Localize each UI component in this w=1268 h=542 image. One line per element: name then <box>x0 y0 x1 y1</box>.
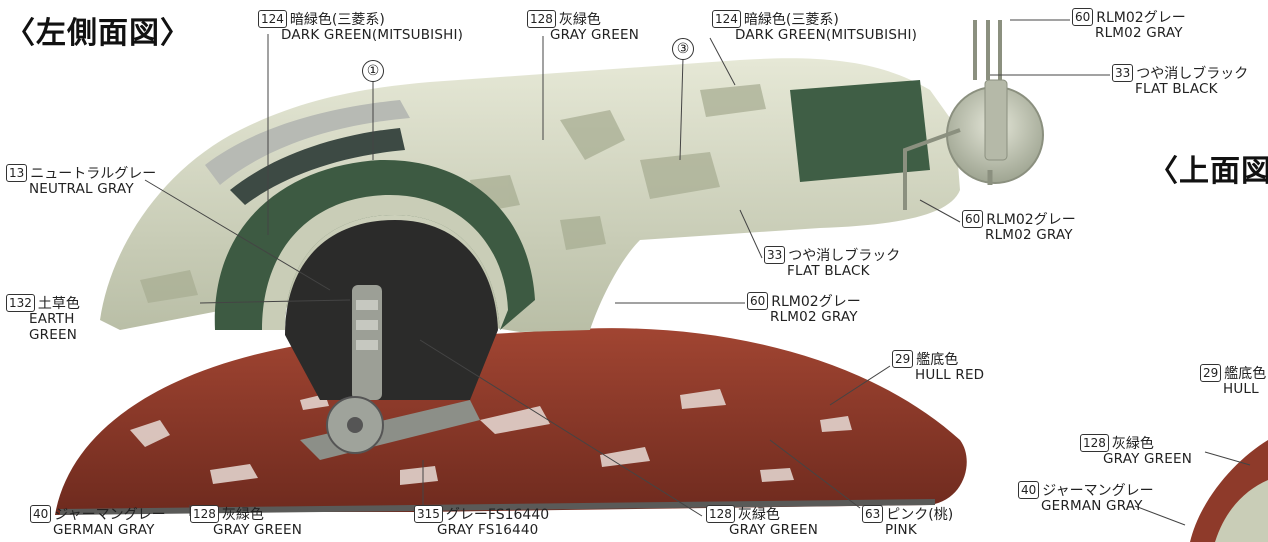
paint-code: 33 <box>1112 64 1134 82</box>
paint-name-en: FLAT BLACK <box>787 263 870 280</box>
paint-code: 63 <box>862 505 884 523</box>
paint-code: 124 <box>712 10 741 28</box>
paint-code: 128 <box>527 10 556 28</box>
paint-name-jp: 暗緑色(三菱系) <box>289 12 385 28</box>
paint-code: 29 <box>1200 364 1222 382</box>
paint-name-en: GERMAN GRAY <box>53 522 155 539</box>
paint-name-jp: ジャーマングレー <box>54 507 166 523</box>
antennae <box>973 20 1002 80</box>
paint-name-en: GRAY FS16440 <box>437 522 539 539</box>
canopy-stripe <box>205 100 410 185</box>
paint-name-jp: グレーFS16440 <box>445 507 550 523</box>
paint-name-jp: 暗緑色(三菱系) <box>743 12 839 28</box>
paint-name-en: GRAY GREEN <box>729 522 819 539</box>
paint-name-en: RLM02 GRAY <box>1095 25 1183 42</box>
paint-name-en: GRAY GREEN <box>213 522 303 539</box>
dark-green-panel <box>790 80 930 182</box>
paint-code: 13 <box>6 164 28 182</box>
paint-name-en: RLM02 GRAY <box>985 227 1073 244</box>
paint-name-en: RLM02 GRAY <box>770 309 858 326</box>
marker-3: ③ <box>672 38 694 60</box>
paint-code: 60 <box>1072 8 1094 26</box>
top-view-heading: 〈上面図 <box>1148 154 1268 189</box>
paint-name-en: DARK GREEN(MITSUBISHI) <box>735 27 918 44</box>
paint-code: 60 <box>747 292 769 310</box>
paint-name-jp: 土草色 <box>37 296 80 312</box>
leader-lines <box>144 19 1251 526</box>
paint-code: 128 <box>1080 434 1109 452</box>
paint-name-jp: つや消しブラック <box>1136 66 1249 82</box>
left-view-heading: 〈左側面図〉 <box>5 16 191 51</box>
marker-1: ① <box>362 60 384 82</box>
paint-name-jp: RLM02グレー <box>1096 10 1186 26</box>
paint-code: 40 <box>30 505 52 523</box>
paint-name-jp: ジャーマングレー <box>1042 483 1154 499</box>
paint-name-en: PINK <box>885 522 917 539</box>
canopy-dark <box>230 128 405 205</box>
paint-code: 29 <box>892 350 914 368</box>
paint-code: 132 <box>6 294 35 312</box>
paint-code: 128 <box>706 505 735 523</box>
wing-arc <box>214 159 535 330</box>
paint-name-jp: RLM02グレー <box>986 212 1076 228</box>
paint-name-en: GRAY GREEN <box>550 27 640 44</box>
paint-code: 128 <box>190 505 219 523</box>
paint-name-jp: 艦底色 <box>916 352 959 368</box>
wing-arc-light <box>262 195 508 330</box>
camo-patches <box>140 84 766 303</box>
paint-code: 33 <box>764 246 786 264</box>
paint-code: 315 <box>414 505 443 523</box>
paint-name-en: GRAY GREEN <box>1103 451 1193 468</box>
paint-name-en: HULL RED <box>915 367 985 384</box>
paint-name-jp: 灰緑色 <box>737 507 780 523</box>
paint-code: 60 <box>962 210 984 228</box>
paint-name-jp: RLM02グレー <box>771 294 861 310</box>
paint-name-en: FLAT BLACK <box>1135 81 1218 98</box>
paint-name-en: GERMAN GRAY <box>1041 498 1143 515</box>
paint-name-jp: ニュートラルグレー <box>30 166 157 182</box>
paint-name-en: DARK GREEN(MITSUBISHI) <box>281 27 464 44</box>
paint-name-jp: つや消しブラック <box>788 248 901 264</box>
paint-name-en: EARTH <box>29 311 75 328</box>
paint-code: 124 <box>258 10 287 28</box>
hull-weathering <box>130 389 852 485</box>
paint-code: 40 <box>1018 481 1040 499</box>
paint-name-en: HULL <box>1223 381 1259 398</box>
paint-name-jp: 灰緑色 <box>1111 436 1154 452</box>
paint-name-en-line2: GREEN <box>29 326 77 343</box>
paint-name-jp: 灰緑色 <box>221 507 264 523</box>
paint-name-jp: 灰緑色 <box>558 12 601 28</box>
paint-name-jp: 艦底色 <box>1224 366 1267 382</box>
paint-name-en: NEUTRAL GRAY <box>29 181 134 198</box>
paint-name-jp: ピンク(桃) <box>886 507 954 523</box>
